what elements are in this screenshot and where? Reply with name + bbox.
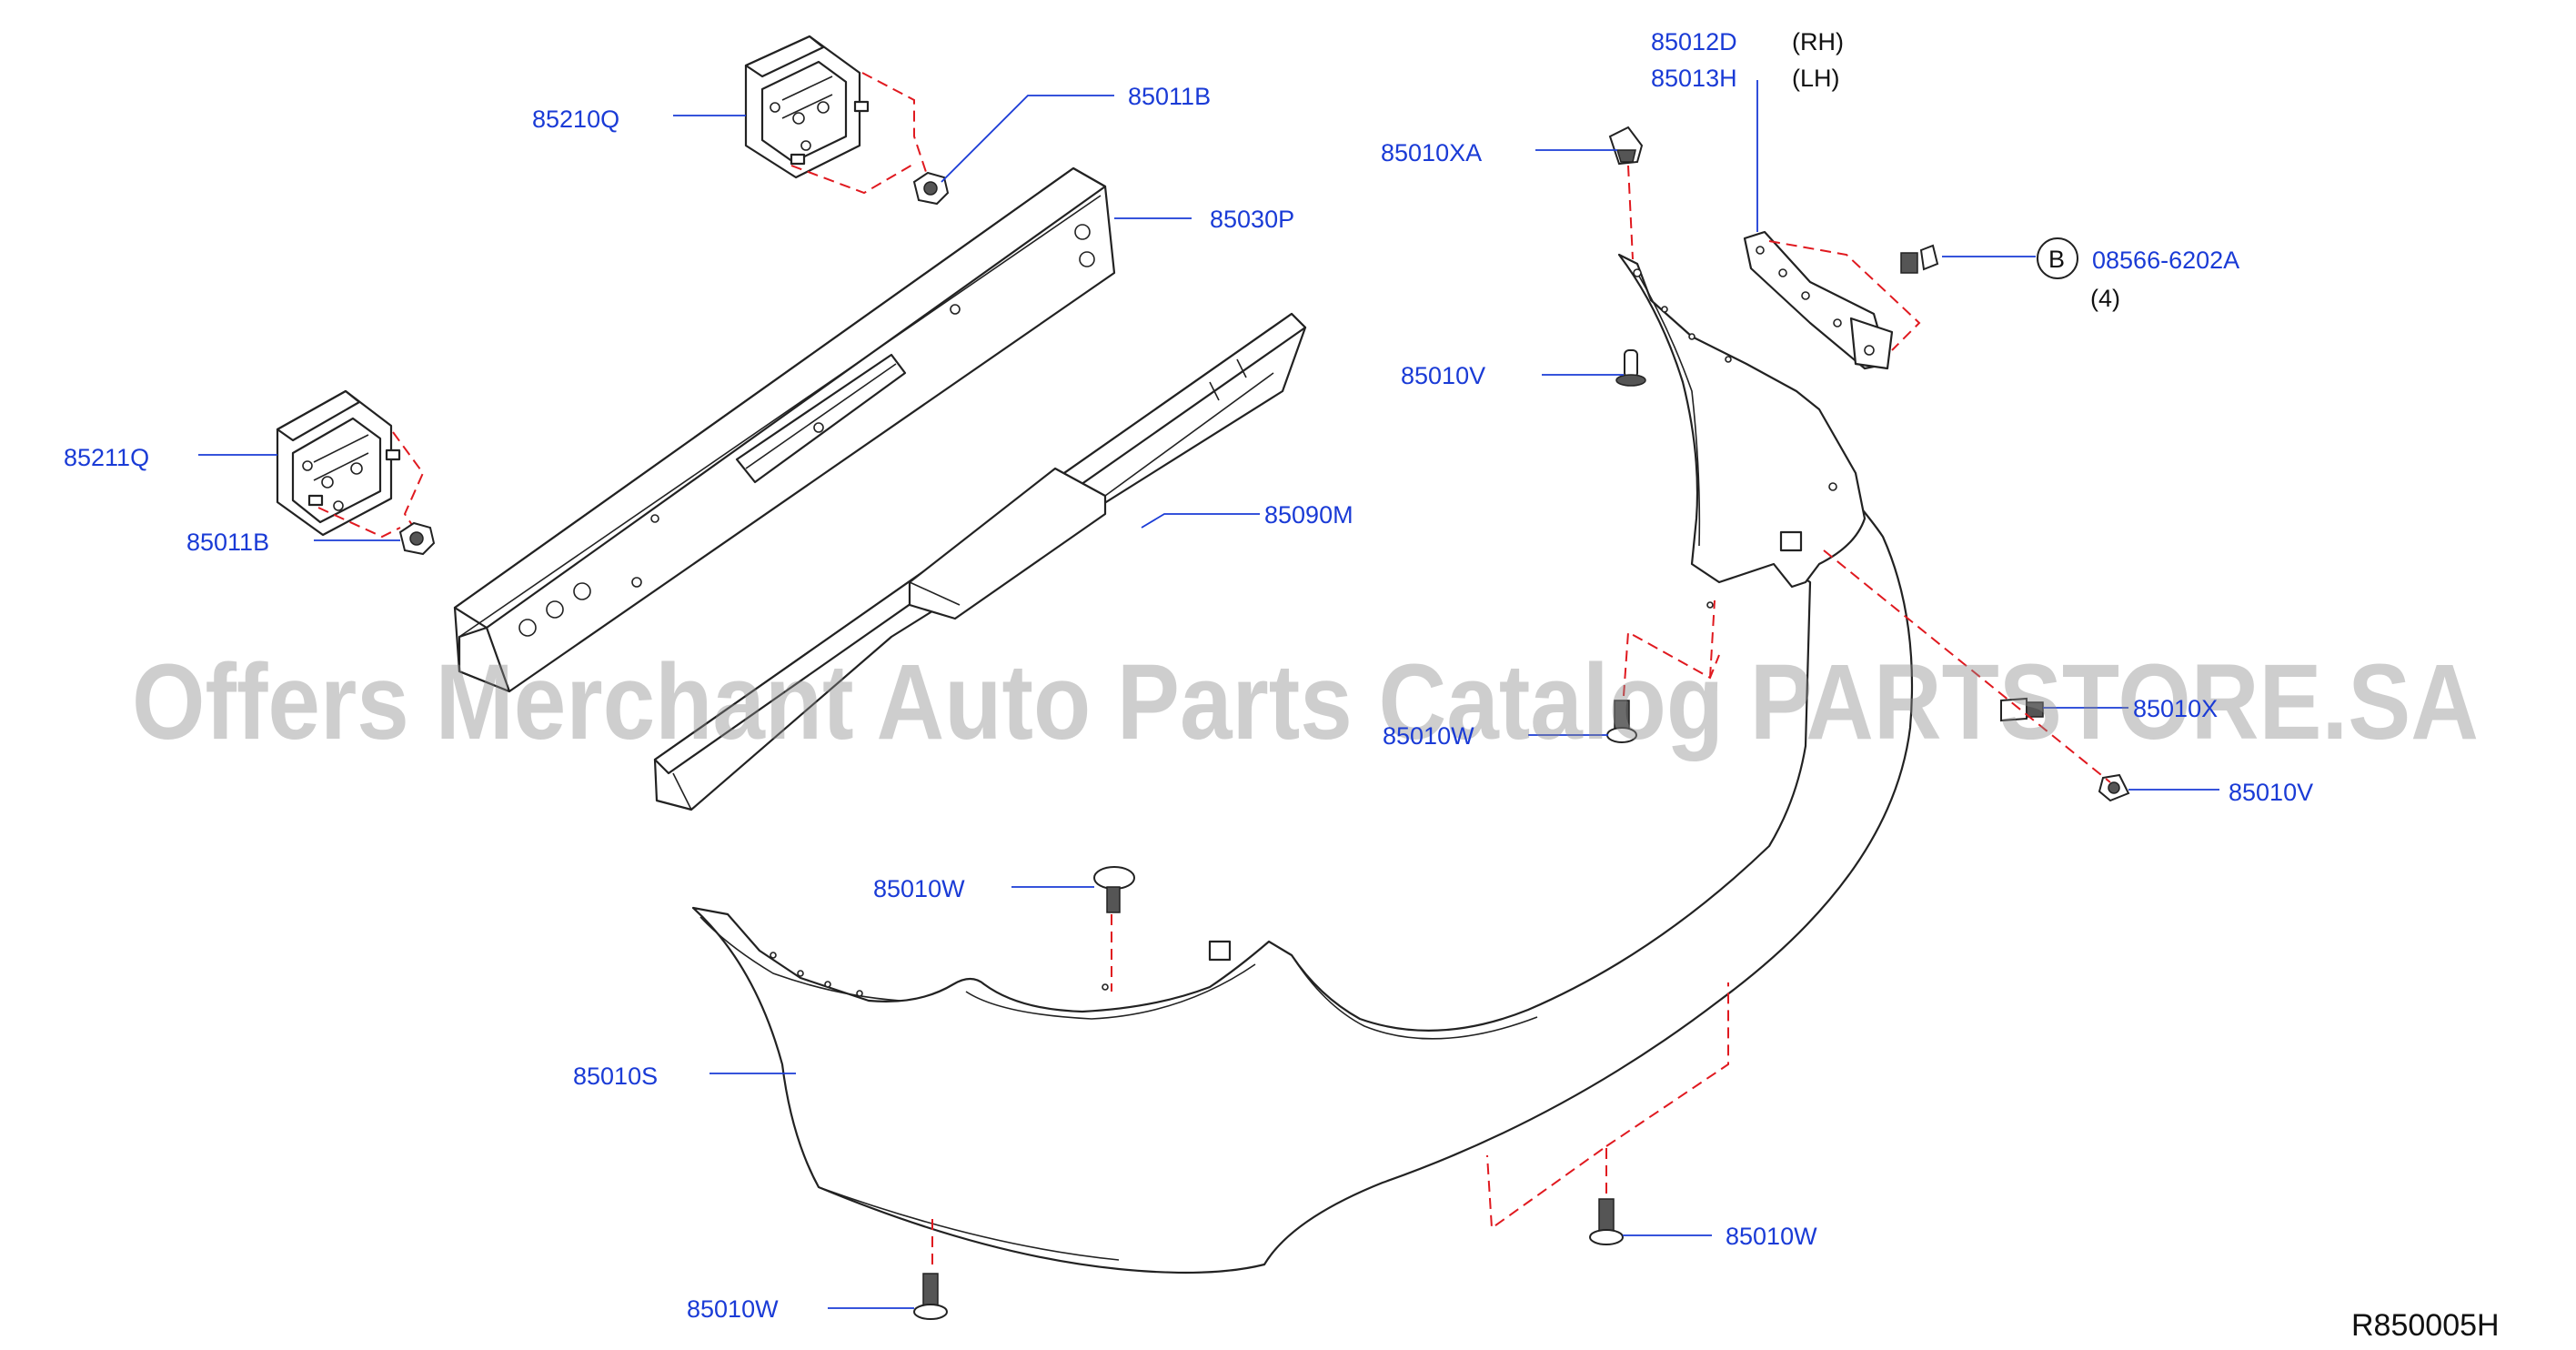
side-bracket-85012D[interactable] xyxy=(1743,230,1894,370)
dash-85210Q xyxy=(861,72,929,178)
nut-85011B-top[interactable] xyxy=(912,171,950,206)
push-clip-85010W-center[interactable] xyxy=(1093,866,1135,913)
watermark: Offers Merchant Auto Parts Catalog PARTS… xyxy=(132,642,2479,762)
reinforcement-85030P[interactable] xyxy=(453,166,1116,693)
screw-08566-6202A[interactable] xyxy=(1900,244,1939,274)
pin-85010V-left[interactable] xyxy=(1615,349,1646,387)
label-85211Q[interactable]: 85211Q xyxy=(64,444,149,471)
bumper-fascia-85010S[interactable] xyxy=(691,253,1914,1274)
screw-85010W-bottomright[interactable] xyxy=(1589,1198,1624,1245)
label-08566-6202A[interactable]: 08566-6202A xyxy=(2092,247,2239,274)
bracket-85210Q[interactable] xyxy=(744,35,870,179)
label-85010XA[interactable]: 85010XA xyxy=(1381,139,1482,166)
screw-85010W-mid[interactable] xyxy=(1606,700,1637,743)
label-85010W-bottomleft[interactable]: 85010W xyxy=(687,1295,779,1323)
absorber-85090M[interactable] xyxy=(653,312,1307,811)
label-85010V-right[interactable]: 85010V xyxy=(2229,779,2313,806)
circle-b-letter: B xyxy=(2048,246,2065,273)
label-85010S[interactable]: 85010S xyxy=(573,1063,658,1090)
label-85010V-left[interactable]: 85010V xyxy=(1401,362,1485,389)
label-85012D[interactable]: 85012D xyxy=(1651,28,1737,55)
clip-85010XA[interactable] xyxy=(1608,126,1644,166)
circle-b-marker xyxy=(2037,237,2078,279)
pin-85010X-right[interactable] xyxy=(2000,697,2044,722)
label-85010W-mid[interactable]: 85010W xyxy=(1383,722,1474,750)
label-85010X-right[interactable]: 85010X xyxy=(2133,695,2218,722)
nut-85011B-left[interactable] xyxy=(398,521,436,556)
label-85210Q[interactable]: 85210Q xyxy=(532,106,619,133)
label-85011B-left[interactable]: 85011B xyxy=(186,529,269,556)
reference-code: R850005H xyxy=(2351,1308,2500,1343)
label-85010W-bottomright[interactable]: 85010W xyxy=(1726,1223,1817,1250)
label-85013H[interactable]: 85013H xyxy=(1651,65,1737,92)
screw-85010W-bottomleft[interactable] xyxy=(913,1273,948,1320)
label-85030P[interactable]: 85030P xyxy=(1210,206,1294,233)
pin-85010V-right[interactable] xyxy=(2098,773,2130,802)
label-85011B-top[interactable]: 85011B xyxy=(1128,83,1211,110)
label-85090M[interactable]: 85090M xyxy=(1264,501,1353,529)
label-rh: (RH) xyxy=(1792,28,1844,55)
label-lh: (LH) xyxy=(1792,65,1840,92)
bracket-85211Q[interactable] xyxy=(276,389,401,537)
leader-lines xyxy=(198,80,2219,1309)
label-qty-4: (4) xyxy=(2090,285,2120,312)
label-85010W-center[interactable]: 85010W xyxy=(873,875,965,902)
